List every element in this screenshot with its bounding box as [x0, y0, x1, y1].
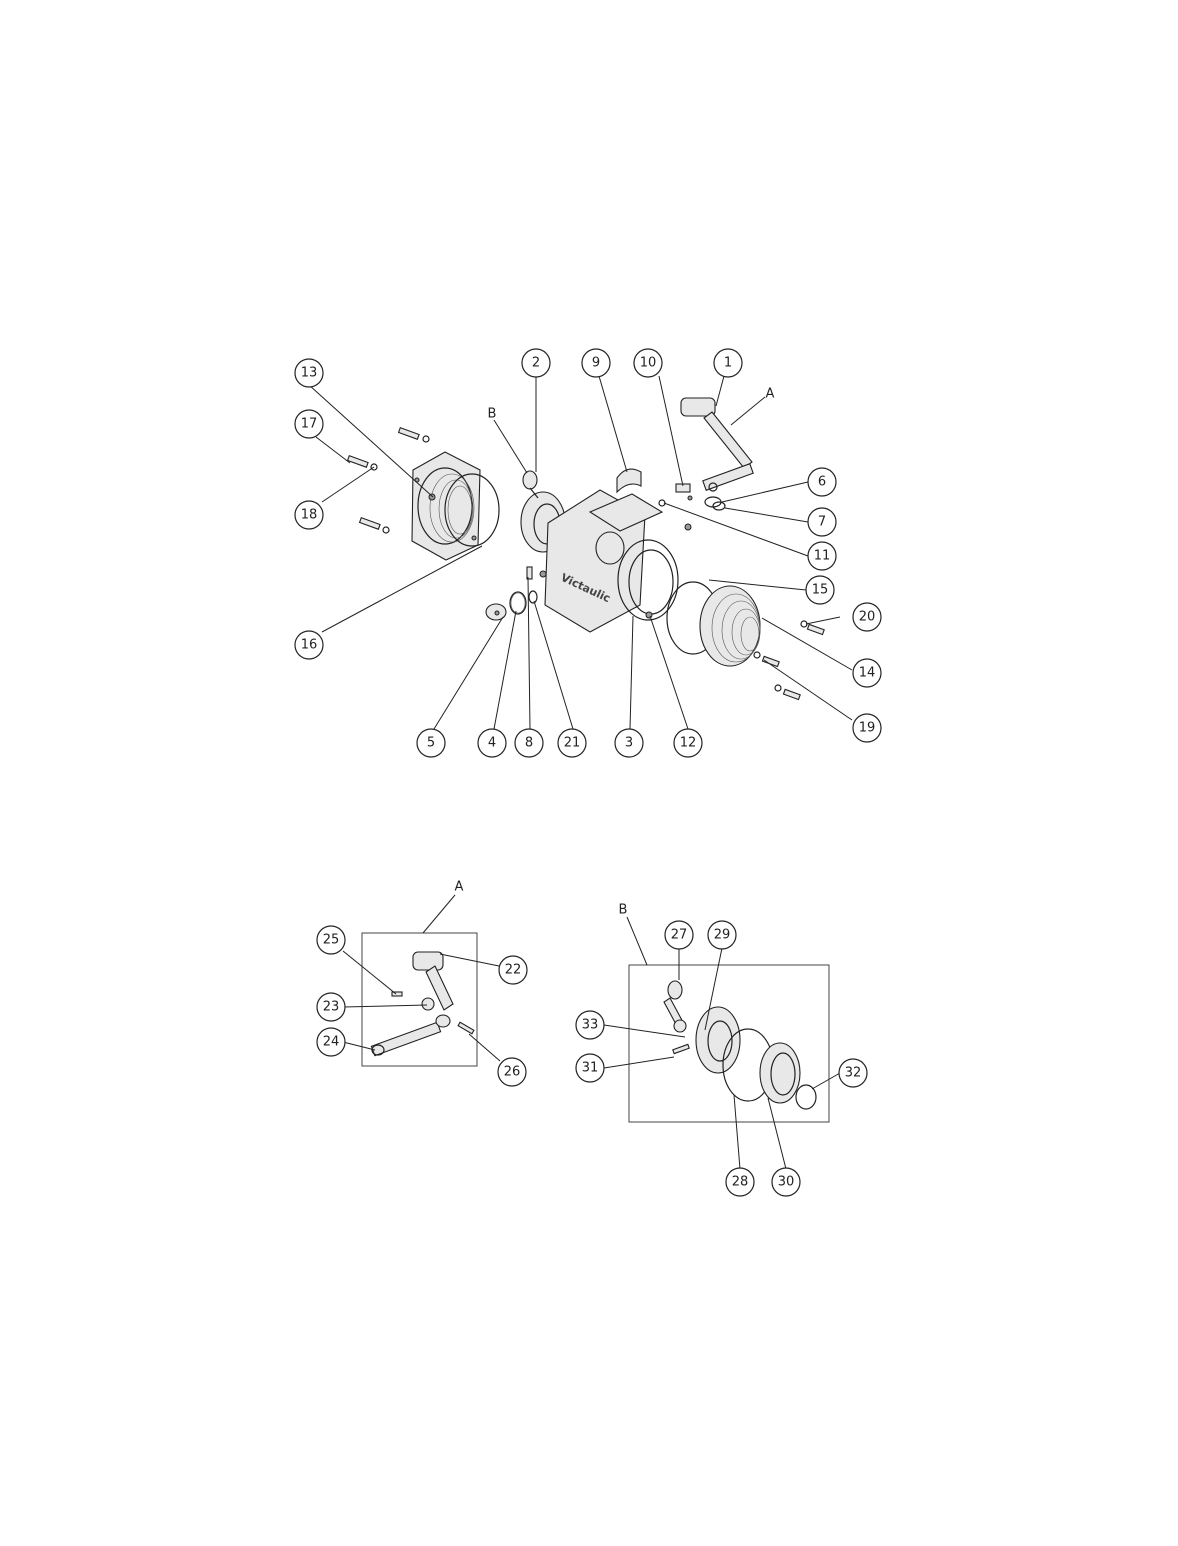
svg-text:32: 32	[845, 1066, 862, 1081]
right-cover	[666, 581, 761, 667]
svg-text:5: 5	[427, 736, 435, 751]
callout-15: 15	[805, 575, 835, 605]
svg-text:26: 26	[504, 1065, 521, 1080]
callout-21: 21	[557, 728, 587, 758]
svg-text:18: 18	[301, 508, 318, 523]
callout-9: 9	[581, 348, 611, 378]
detail-a-reference-letter: A	[766, 387, 775, 402]
svg-text:6: 6	[818, 475, 826, 490]
detail-a-label: A	[455, 880, 464, 895]
callout-1: 1	[713, 348, 743, 378]
svg-text:9: 9	[592, 356, 600, 371]
detail-b-reference-letter: B	[488, 407, 497, 422]
callout-16: 16	[294, 630, 324, 660]
callout-10: 10	[633, 348, 663, 378]
callout-18: 18	[294, 500, 324, 530]
svg-text:28: 28	[732, 1175, 749, 1190]
handle-assembly	[680, 397, 754, 511]
callout-14: 14	[852, 658, 882, 688]
svg-text:19: 19	[859, 721, 876, 736]
right-bolts	[753, 620, 825, 701]
main-leaders	[308, 375, 853, 730]
valve-housing: Victaulic	[544, 489, 692, 633]
svg-text:31: 31	[582, 1061, 599, 1076]
svg-text:25: 25	[323, 933, 340, 948]
callout-25: 25	[316, 925, 346, 955]
callout-11: 11	[807, 541, 837, 571]
detail-a-frame	[361, 932, 478, 1067]
svg-text:7: 7	[818, 515, 826, 530]
callout-32: 32	[838, 1058, 868, 1088]
callout-24: 24	[316, 1027, 346, 1057]
svg-text:8: 8	[525, 736, 533, 751]
callout-8: 8	[514, 728, 544, 758]
callout-6: 6	[807, 467, 837, 497]
callout-28: 28	[725, 1167, 755, 1197]
svg-text:15: 15	[812, 583, 829, 598]
callout-30: 30	[771, 1167, 801, 1197]
detail-a: A 22 23 24 25 26	[316, 880, 528, 1087]
svg-text:20: 20	[859, 610, 876, 625]
callout-5: 5	[416, 728, 446, 758]
svg-text:14: 14	[859, 666, 876, 681]
svg-text:30: 30	[778, 1175, 795, 1190]
main-exploded-view: Victaulic	[294, 348, 882, 758]
callout-2: 2	[521, 348, 551, 378]
svg-text:10: 10	[640, 356, 657, 371]
svg-text:1: 1	[724, 356, 732, 371]
callout-22: 22	[498, 955, 528, 985]
callout-12: 12	[673, 728, 703, 758]
svg-text:11: 11	[814, 549, 831, 564]
svg-text:27: 27	[671, 928, 688, 943]
callout-26: 26	[497, 1057, 527, 1087]
detail-b-frame	[628, 964, 830, 1123]
detail-b-label: B	[619, 903, 628, 918]
callout-20: 20	[852, 602, 882, 632]
left-cover-plate	[411, 451, 481, 561]
svg-text:24: 24	[323, 1035, 340, 1050]
svg-text:22: 22	[505, 963, 522, 978]
svg-text:4: 4	[488, 736, 496, 751]
left-bolts	[346, 426, 430, 534]
callout-7: 7	[807, 507, 837, 537]
svg-text:12: 12	[680, 736, 697, 751]
svg-text:21: 21	[564, 736, 581, 751]
svg-text:2: 2	[532, 356, 540, 371]
left-o-ring	[444, 473, 500, 547]
svg-text:16: 16	[301, 638, 318, 653]
detail-b: B 27 28 29 30 31 32 33	[575, 903, 868, 1197]
svg-text:17: 17	[301, 417, 318, 432]
svg-text:13: 13	[301, 366, 318, 381]
callout-4: 4	[477, 728, 507, 758]
callout-3: 3	[614, 728, 644, 758]
callout-17: 17	[294, 409, 324, 439]
spring-and-cap	[485, 566, 547, 621]
svg-text:33: 33	[582, 1018, 599, 1033]
svg-text:29: 29	[714, 928, 731, 943]
callout-33: 33	[575, 1010, 605, 1040]
svg-text:3: 3	[625, 736, 633, 751]
callout-31: 31	[575, 1053, 605, 1083]
callout-29: 29	[707, 920, 737, 950]
callout-19: 19	[852, 713, 882, 743]
svg-text:23: 23	[323, 1000, 340, 1015]
callout-23: 23	[316, 992, 346, 1022]
callout-13: 13	[294, 358, 324, 388]
callout-27: 27	[664, 920, 694, 950]
